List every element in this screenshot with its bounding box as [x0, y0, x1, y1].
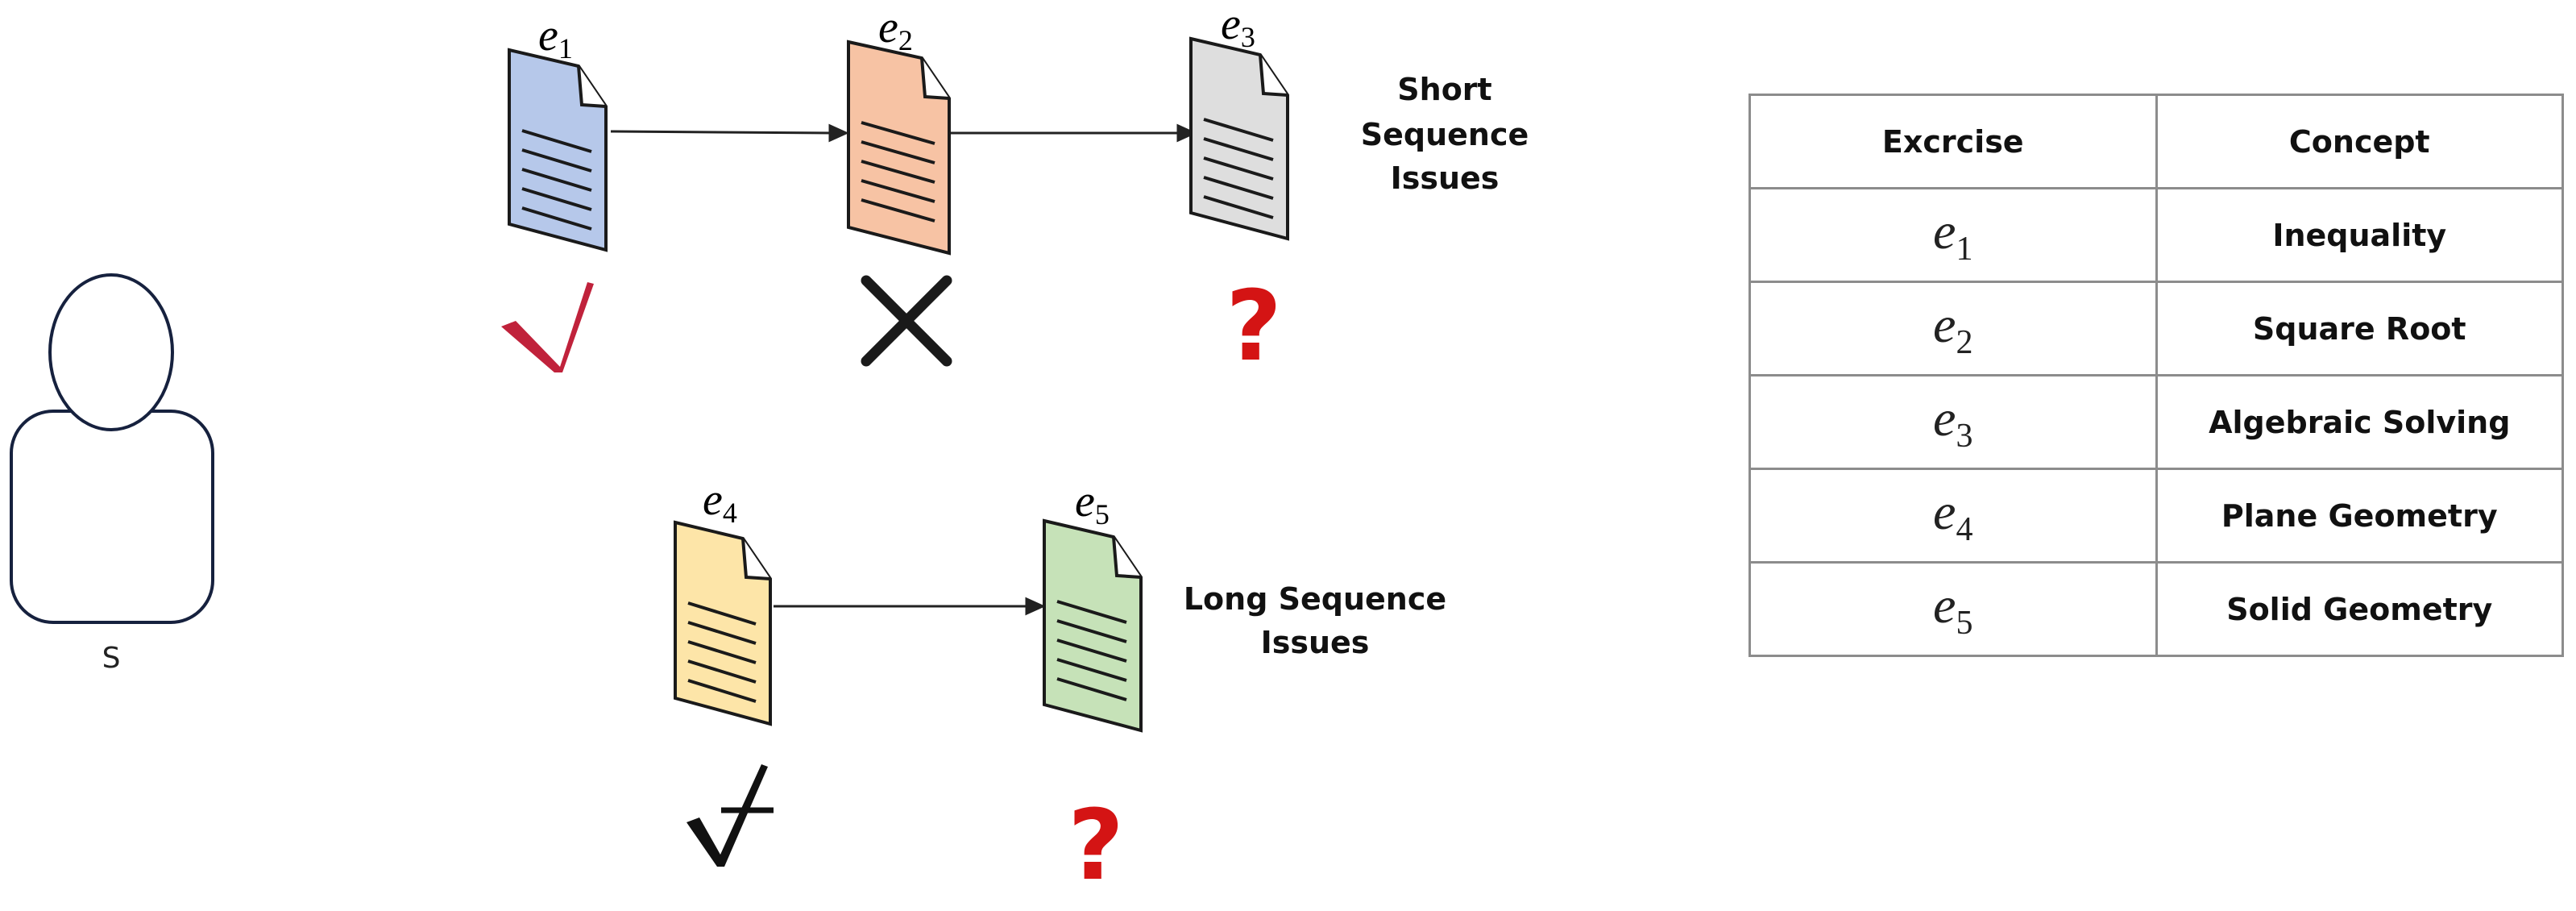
- exercise-concept-table: Excrcise Concept e1 Inequality e2 Square…: [1748, 94, 2564, 657]
- exercise-label-e4: e4: [703, 475, 737, 529]
- svg-text:Issues: Issues: [1391, 160, 1500, 196]
- concept-cell: Plane Geometry: [2155, 468, 2564, 564]
- correct-check-icon: [501, 282, 594, 372]
- document-icon-e5: [1043, 518, 1143, 733]
- document-icon-e4: [674, 520, 772, 726]
- exercise-label-e1: e1: [538, 10, 573, 64]
- student-label: S: [102, 642, 121, 675]
- wrong-cross-icon: [861, 275, 952, 367]
- svg-text:e1: e1: [538, 10, 573, 64]
- svg-text:Issues: Issues: [1261, 625, 1370, 660]
- exercise-cell: e1: [1748, 187, 2158, 283]
- svg-text:e4: e4: [703, 475, 737, 529]
- table-row: e1 Inequality: [1748, 187, 2564, 283]
- exercise-cell: e3: [1748, 374, 2158, 470]
- table-row: e3 Algebraic Solving: [1748, 374, 2564, 470]
- question-mark-icon-e5: ?: [1068, 790, 1124, 902]
- exercise-label-e5: e5: [1075, 476, 1110, 530]
- concept-cell: Inequality: [2155, 187, 2564, 283]
- concept-cell: Algebraic Solving: [2155, 374, 2564, 470]
- exercise-label-e3: e3: [1221, 0, 1255, 53]
- uncertain-check-icon: [687, 764, 774, 867]
- svg-text:e3: e3: [1221, 0, 1255, 53]
- svg-text:e5: e5: [1075, 476, 1110, 530]
- question-mark-icon: ?: [1226, 271, 1282, 383]
- table-row: e5 Solid Geometry: [1748, 561, 2564, 657]
- concept-cell: Solid Geometry: [2155, 561, 2564, 657]
- header-exercise: Excrcise: [1748, 94, 2158, 189]
- student-icon: [10, 273, 214, 624]
- table-header-row: Excrcise Concept: [1748, 94, 2564, 189]
- svg-text:Short: Short: [1397, 72, 1491, 107]
- document-icon-e1: [508, 48, 608, 252]
- exercise-label-e2: e2: [878, 2, 913, 56]
- header-concept: Concept: [2155, 94, 2564, 189]
- short-sequence-label: Short Sequence Issues: [1361, 72, 1529, 196]
- concept-cell: Square Root: [2155, 281, 2564, 376]
- svg-text:Long Sequence: Long Sequence: [1184, 581, 1446, 617]
- exercise-cell: e5: [1748, 561, 2158, 657]
- document-icon-e3: [1189, 36, 1289, 241]
- arrows: [610, 123, 1197, 616]
- svg-text:e2: e2: [878, 2, 913, 56]
- table-row: e4 Plane Geometry: [1748, 468, 2564, 564]
- document-icon-e2: [847, 40, 951, 256]
- exercise-cell: e2: [1748, 281, 2158, 376]
- long-sequence-label: Long Sequence Issues: [1184, 581, 1446, 660]
- exercise-documents: [508, 36, 1289, 733]
- table-row: e2 Square Root: [1748, 281, 2564, 376]
- exercise-cell: e4: [1748, 468, 2158, 564]
- svg-text:?: ?: [1226, 271, 1282, 383]
- svg-text:?: ?: [1068, 790, 1124, 902]
- svg-text:Sequence: Sequence: [1361, 117, 1529, 152]
